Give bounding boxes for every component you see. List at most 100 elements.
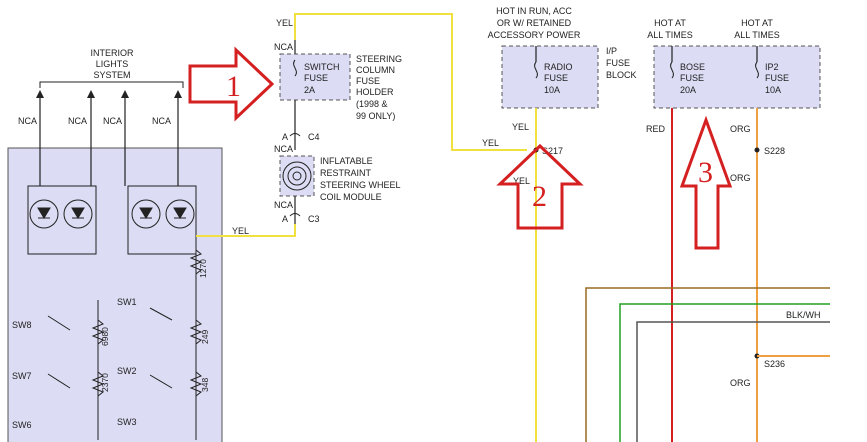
bose-fuse-line2: FUSE (680, 73, 704, 83)
yel-label-left: YEL (482, 138, 499, 148)
brown-wire (585, 287, 830, 442)
hot-in-run-1: HOT IN RUN, ACC (496, 6, 572, 16)
radio-fuse-line3: 10A (544, 85, 560, 95)
sw8-label: SW8 (12, 320, 32, 330)
led-icon-2 (63, 199, 93, 229)
coil-module-2: RESTRAINT (320, 168, 372, 178)
switch-sw8 (47, 315, 71, 331)
led-group-1 (27, 185, 97, 255)
fuse-symbol-bose (670, 61, 674, 79)
ip-fuse-block-2: FUSE (606, 58, 630, 68)
hot-at-all-times-1b: HOT AT (741, 18, 773, 28)
nca-label-fuse-top: NCA (274, 42, 293, 52)
led-symbol-3 (139, 207, 153, 219)
callout-arrow-2-shape (496, 143, 584, 230)
interior-lights-module (7, 147, 223, 442)
nca-arrow-1 (36, 90, 44, 98)
interior-lights-bracket (39, 81, 184, 88)
nca-label-c4: NCA (274, 144, 293, 154)
switch-fuse-line3: 2A (304, 85, 315, 95)
led-icon-4 (165, 199, 195, 229)
splice-s217: S217 (542, 146, 563, 156)
splice-s236: S236 (764, 359, 785, 369)
resistor-zigzag-3 (189, 371, 203, 397)
callout-number-1: 1 (226, 70, 241, 103)
callout-arrow-3-shape (679, 115, 733, 250)
callout-arrow-1-shape (188, 46, 275, 122)
steering-holder-6: 99 ONLY) (356, 111, 395, 121)
led-group-2 (127, 185, 197, 255)
sw2-label: SW2 (117, 366, 137, 376)
led-symbol-2 (71, 207, 85, 219)
connector-a-c3: A (282, 214, 288, 224)
switch-sw7 (47, 373, 71, 389)
steering-holder-3: FUSE (356, 76, 380, 86)
ip2-fuse-line3: 10A (765, 85, 781, 95)
gray-wire (636, 321, 830, 442)
connector-a-c4: A (282, 132, 288, 142)
green-wire (619, 303, 830, 442)
ip-fuse-block-1: I/P (606, 46, 617, 56)
interior-lights-label-3: SYSTEM (93, 70, 130, 80)
resistor-348: 348 (200, 378, 210, 392)
steering-holder-1: STEERING (356, 54, 402, 64)
sw3-label: SW3 (117, 417, 137, 427)
resistor-zigzag-5 (91, 371, 105, 397)
callout-number-2: 2 (532, 180, 547, 213)
coil-module-box (279, 155, 315, 197)
yel-label-module: YEL (232, 226, 249, 236)
steering-holder-4: HOLDER (356, 87, 394, 97)
interior-lights-label-1: INTERIOR (90, 48, 134, 58)
interior-lights-label-2: LIGHTS (96, 59, 129, 69)
org-label-3: ORG (730, 378, 751, 388)
yel-wire-top (294, 13, 527, 151)
radio-fuse-line1: RADIO (544, 62, 573, 72)
nca-label-1: NCA (18, 116, 37, 126)
bose-ip2-fuse-box (653, 45, 821, 109)
sw1-label: SW1 (117, 297, 137, 307)
connector-c4: C4 (308, 132, 320, 142)
coil-module-4: COIL MODULE (320, 192, 382, 202)
switch-fuse-line2: FUSE (304, 73, 328, 83)
coil-icon (282, 161, 312, 191)
yel-label-radio-2: YEL (513, 176, 530, 186)
nca-label-3: NCA (103, 116, 122, 126)
callout-arrow-2: 2 (496, 143, 584, 230)
ip2-fuse-line1: IP2 (765, 62, 779, 72)
nca-label-2: NCA (68, 116, 87, 126)
nca-arrow-4 (174, 90, 182, 98)
resistor-2370: 2370 (100, 373, 110, 392)
nca-arrow-2 (87, 90, 95, 98)
bose-fuse-line3: 20A (680, 85, 696, 95)
steering-holder-2: COLUMN (356, 65, 395, 75)
sw6-label: SW6 (12, 420, 32, 430)
led-icon-3 (131, 199, 161, 229)
hot-at-all-times-1a: HOT AT (654, 18, 686, 28)
splice-s228-dot (754, 147, 760, 153)
coil-icon-inner-2 (292, 171, 302, 181)
bose-fuse-line1: BOSE (680, 62, 705, 72)
callout-number-3: 3 (698, 156, 713, 189)
steering-column-group: YEL NCA SWITCH FUSE 2A STEERING COLUMN F… (196, 13, 527, 237)
radio-fuse-line2: FUSE (544, 73, 568, 83)
fuse-symbol-ip2 (755, 61, 759, 79)
resistor-zigzag-2 (189, 319, 203, 345)
nca-label-4: NCA (152, 116, 171, 126)
nca-label-c3: NCA (274, 200, 293, 210)
interior-lights-group: INTERIOR LIGHTS SYSTEM NCA NCA NCA NCA (7, 48, 223, 442)
bose-ip2-group: HOT AT ALL TIMES HOT AT ALL TIMES BOSE F… (585, 18, 830, 442)
callout-arrow-3: 3 (679, 115, 733, 250)
coil-icon-inner-1 (287, 166, 307, 186)
led-symbol-4 (173, 207, 187, 219)
switch-sw1 (149, 307, 173, 321)
hot-in-run-2: OR W/ RETAINED (497, 18, 572, 28)
sw7-label: SW7 (12, 371, 32, 381)
coil-module-3: STEERING WHEEL (320, 180, 401, 190)
resistor-6980: 6980 (100, 327, 110, 346)
fuse-symbol-switch (293, 59, 297, 77)
ip-fuse-block-3: BLOCK (606, 70, 637, 80)
hot-in-run-3: ACCESSORY POWER (488, 30, 581, 40)
ip2-fuse-line2: FUSE (765, 73, 789, 83)
yel-label-top: YEL (276, 18, 293, 28)
